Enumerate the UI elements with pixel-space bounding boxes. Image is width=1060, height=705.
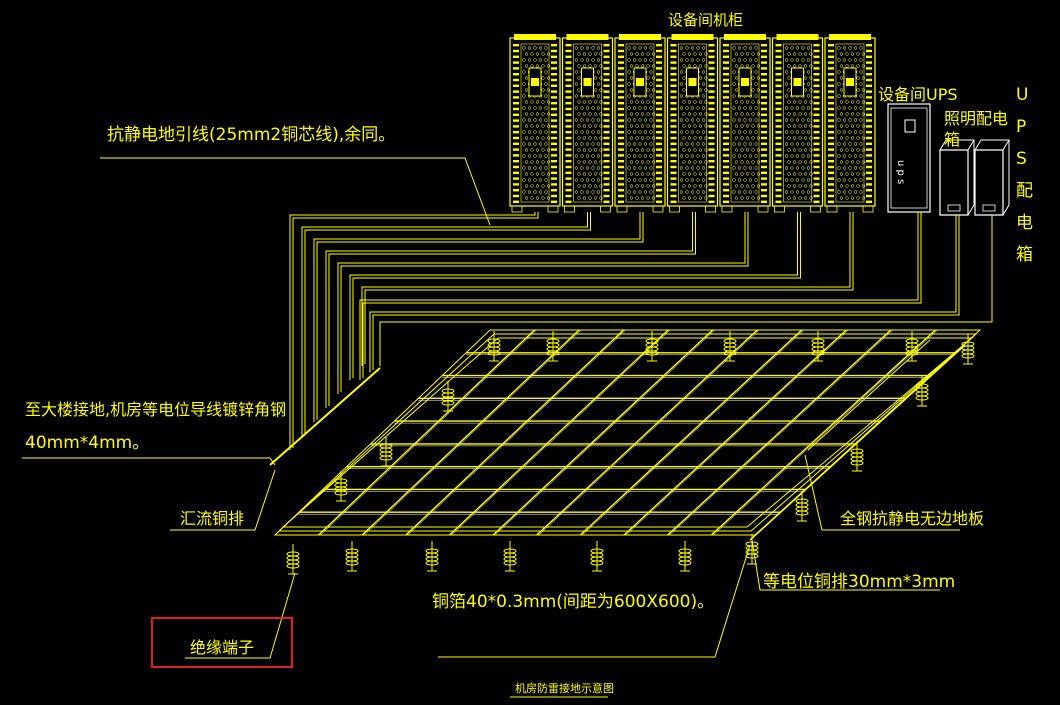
insulator-spring [961, 334, 975, 365]
insulator-spring [487, 331, 501, 362]
insulator-spring [905, 331, 919, 362]
insulator-spring [590, 541, 604, 572]
cabinet [561, 34, 614, 213]
ups-box-char: 箱 [1016, 245, 1033, 265]
insulator-spring [850, 441, 864, 472]
insulator-spring [334, 471, 348, 502]
insulator-spring [425, 541, 439, 572]
insulator-spring [441, 381, 455, 412]
insulator-spring [645, 331, 659, 362]
ups-box-char: 电 [1016, 213, 1033, 233]
highlight-box [151, 617, 293, 668]
cabinet [824, 34, 876, 213]
antistatic-lead-label: 抗静电地引线(25mm2铜芯线),余同。 [107, 125, 395, 145]
copper-foil-label: 铜箔40*0.3mm(间距为600X600)。 [432, 592, 714, 612]
ups-box-char: S [1016, 149, 1027, 169]
building-ground-label-1: 至大楼接地,机房等电位导线镀锌角钢 [25, 400, 286, 419]
ups-unit: u p s [887, 103, 931, 213]
cabinet [614, 34, 666, 213]
svg-text:照明配电: 照明配电 [944, 109, 1008, 128]
ups-box-char: U [1016, 85, 1028, 105]
svg-text:箱: 箱 [944, 130, 960, 149]
insulator-spring [811, 331, 825, 362]
insulator-spring [503, 541, 517, 572]
insulator-label: 绝缘端子 [190, 638, 254, 657]
insulator-spring [795, 491, 809, 522]
lighting-distribution-box [939, 139, 975, 216]
insulator-spring [915, 376, 929, 407]
cabinet [666, 34, 719, 213]
busbar-label: 汇流铜排 [180, 509, 244, 528]
cabinet [719, 34, 771, 213]
ups-box-char: P [1016, 117, 1026, 137]
building-ground-label-2: 40mm*4mm。 [25, 433, 149, 453]
cabinet [771, 34, 824, 213]
insulator-spring [745, 534, 759, 565]
lighting-box-label: 照明配电 箱 [944, 109, 1008, 149]
insulator-spring [345, 541, 359, 572]
insulator-spring [379, 436, 393, 467]
ups-distribution-box [974, 139, 1010, 216]
equipment-cabinets [509, 34, 876, 213]
cabinets-title: 设备间机柜 [668, 11, 743, 29]
floor-label: 全钢抗静电无边地板 [840, 509, 984, 528]
caption: 机房防雷接地示意图 [515, 681, 614, 695]
ups-box-char: 配 [1016, 181, 1033, 201]
ups-unit-label: u p s [895, 160, 906, 184]
insulator-spring [678, 541, 692, 572]
equipotential-label: 等电位铜排30mm*3mm [763, 572, 955, 592]
insulator-spring [723, 331, 737, 362]
insulator-spring [546, 331, 560, 362]
ups-title: 设备间UPS [878, 85, 958, 104]
leader-lines [22, 157, 960, 659]
antistatic-floor [269, 329, 982, 541]
cabinet [509, 34, 561, 213]
insulator-terminals [286, 331, 975, 575]
insulator-spring [286, 544, 300, 575]
ground-wires [289, 212, 993, 450]
